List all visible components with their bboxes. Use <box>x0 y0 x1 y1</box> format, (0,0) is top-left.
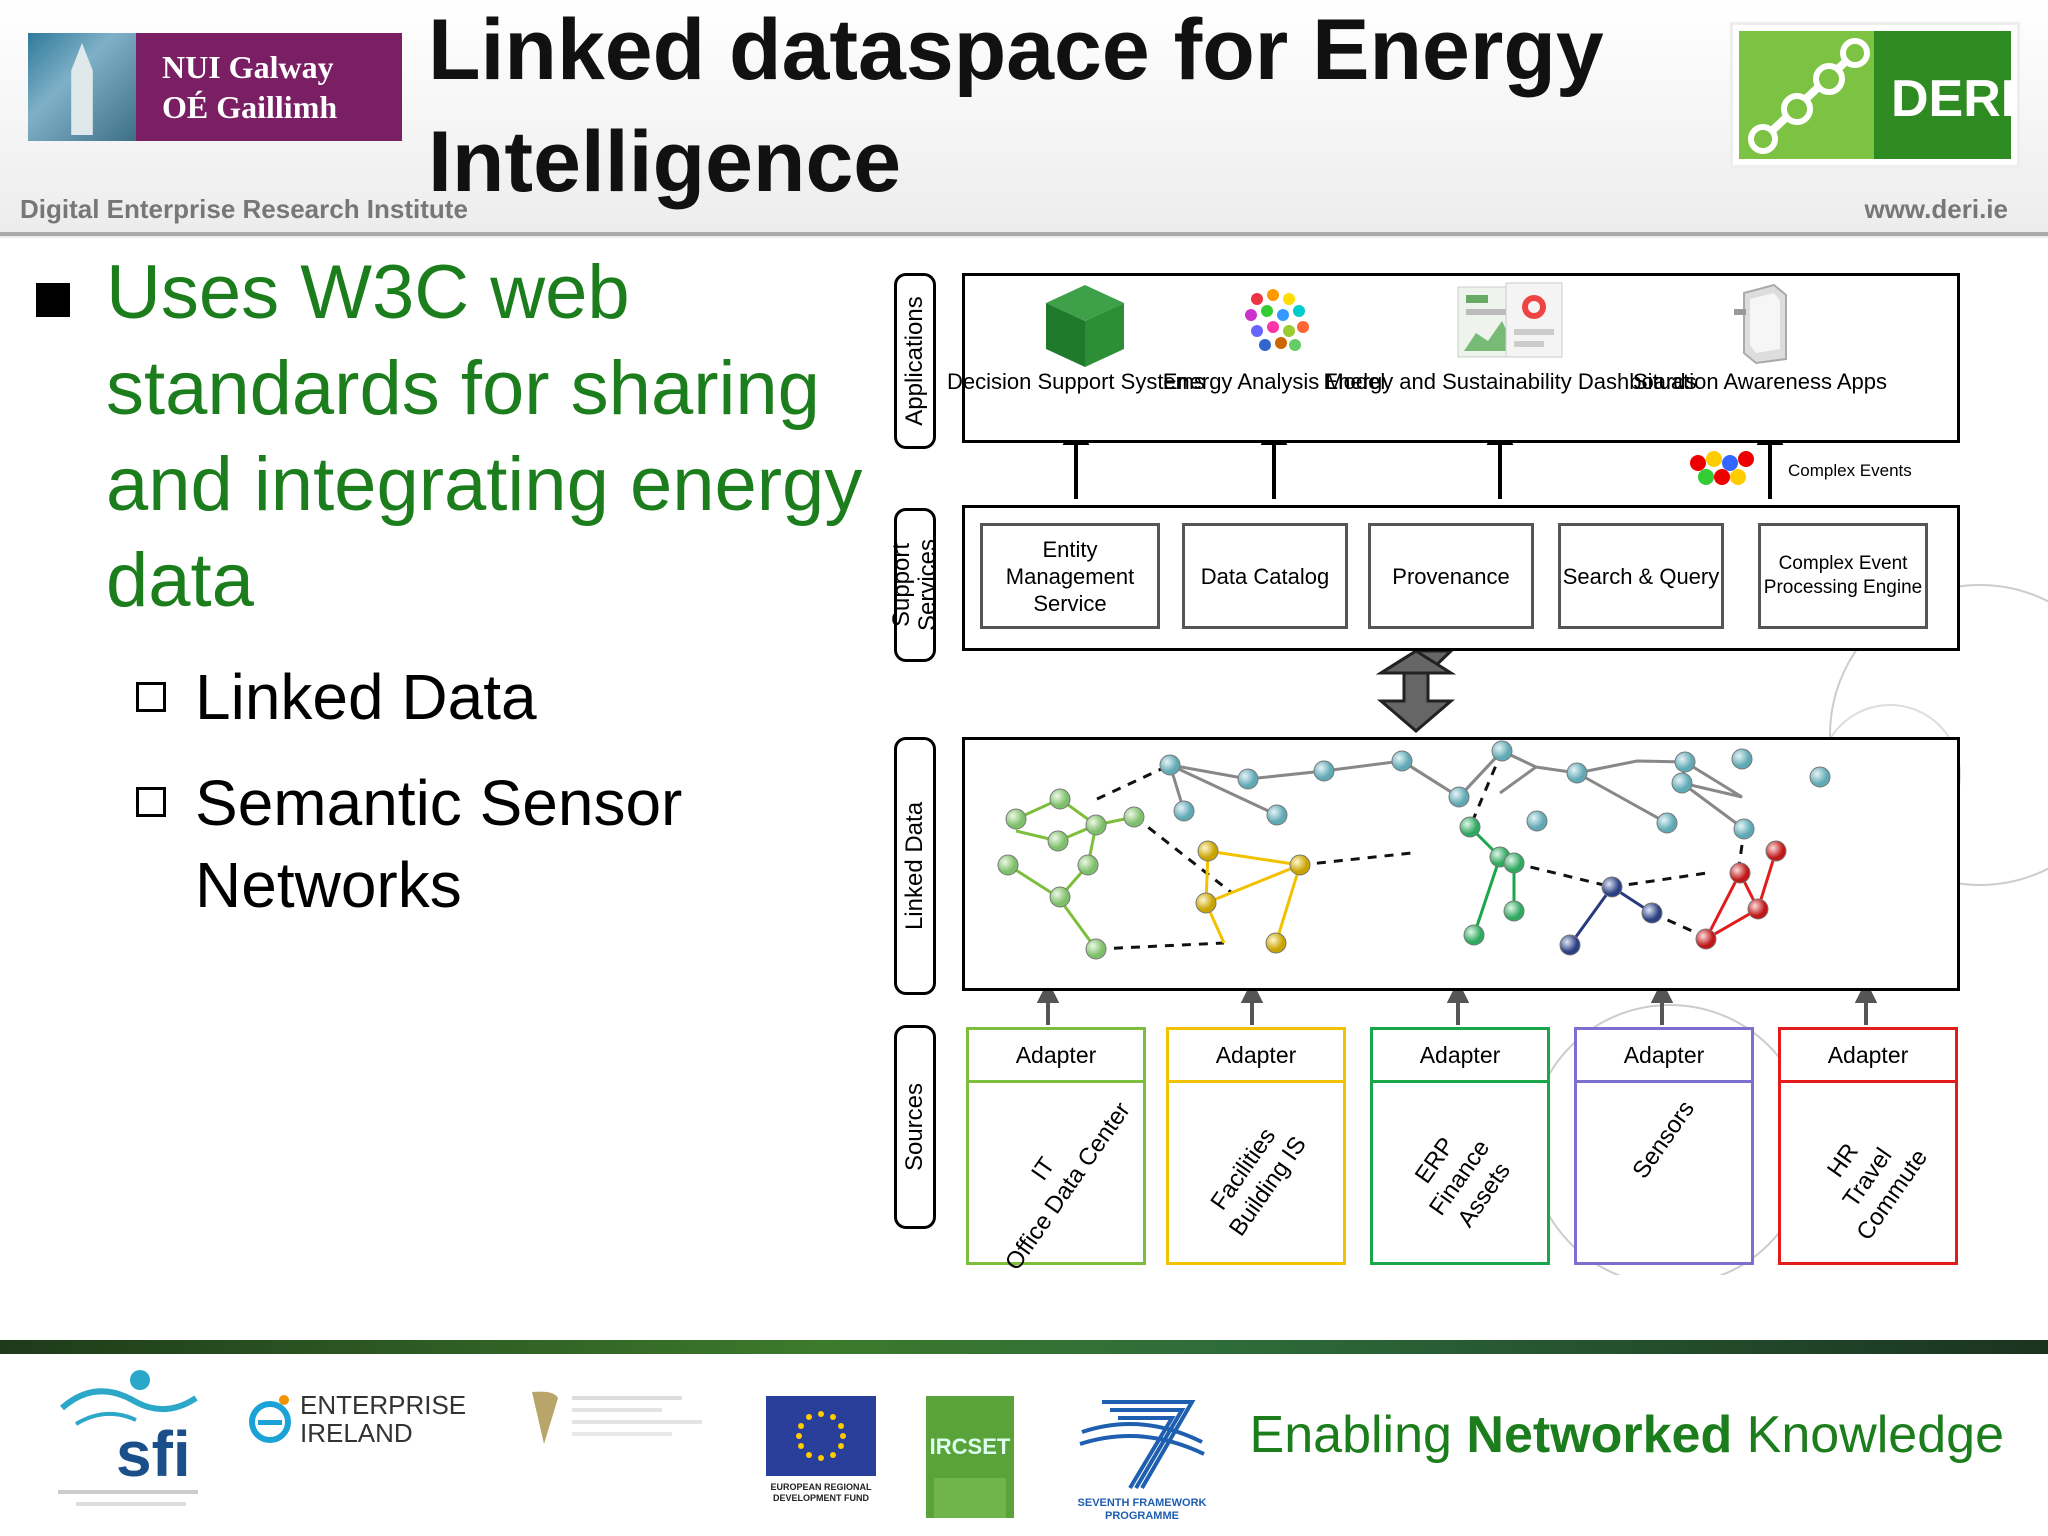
sub-bullet-linked-data: Linked Data <box>195 661 537 733</box>
sub-bullet-square-icon <box>136 682 166 712</box>
enterprise-ireland-logo: ENTERPRISE IRELAND <box>248 1384 468 1454</box>
service-complex-event-processing: Complex Event Processing Engine <box>1758 523 1928 629</box>
footer-band <box>0 1340 2048 1354</box>
slide-title: Linked dataspace for Energy Intelligence <box>428 2 1604 210</box>
sfi-logo-text: sfi <box>116 1418 191 1490</box>
service-data-catalog: Data Catalog <box>1182 523 1348 629</box>
eu-fund-text: EUROPEAN REGIONAL DEVELOPMENT FUND <box>770 1482 872 1503</box>
ircset-text: IRCSET <box>929 1434 1011 1459</box>
adapter-label: Adapter <box>1169 1030 1343 1083</box>
main-bullet-text: Uses W3C web standards for sharing and i… <box>106 250 863 623</box>
harp-icon <box>532 1391 702 1444</box>
architecture-diagram: Applications Support Services Linked Dat… <box>888 265 2048 1275</box>
adapter-label: Adapter <box>1373 1030 1547 1083</box>
layer-label-linked-data: Linked Data <box>894 737 936 995</box>
app-label-decision-support: Decision Support Systems <box>947 369 1205 394</box>
deri-logo-text: DERI <box>1891 70 2016 128</box>
sfi-swirl-icon: sfi <box>58 1370 198 1506</box>
source-sensors: Adapter Sensors <box>1574 1027 1754 1265</box>
bullet-square-icon <box>36 283 70 317</box>
nui-galway-logo: NUI Galway OÉ Gaillimh <box>28 33 402 141</box>
adapter-label: Adapter <box>1577 1030 1751 1083</box>
irish-government-logo <box>524 1388 714 1448</box>
adapter-label: Adapter <box>969 1030 1143 1083</box>
footer-tagline: Enabling Networked Knowledge <box>1250 1405 2004 1465</box>
adapter-label: Adapter <box>1781 1030 1955 1083</box>
layer-label-applications: Applications <box>894 273 936 449</box>
mobile-device-icon <box>1734 283 1787 365</box>
complex-events-label: Complex Events <box>1788 461 1912 480</box>
deri-logo: DERI <box>1730 22 2020 168</box>
app-label-energy-analysis: Energy Analysis Model <box>1162 369 1386 394</box>
eu-regional-fund-logo: EUROPEAN REGIONAL DEVELOPMENT FUND <box>766 1396 876 1508</box>
institute-name: Digital Enterprise Research Institute <box>20 194 468 224</box>
nui-logo-line2: OÉ Gaillimh <box>162 89 338 125</box>
layer-label-sources: Sources <box>894 1025 936 1229</box>
website-url: www.deri.ie <box>1864 194 2008 224</box>
green-cube-icon <box>1046 285 1124 367</box>
nui-logo-line1: NUI Galway <box>162 49 334 85</box>
linked-data-panel <box>962 737 1960 991</box>
fp7-logo: SEVENTH FRAMEWORK PROGRAMME <box>1062 1392 1222 1522</box>
layer-label-support-services: Support Services <box>888 508 941 662</box>
quadrangle-photo-icon <box>28 33 136 141</box>
app-label-situation-awareness: Situation Awareness Apps <box>1633 369 1887 394</box>
tagline-post: Knowledge <box>1732 1406 2004 1464</box>
fp7-text: SEVENTH FRAMEWORK PROGRAMME <box>1077 1497 1207 1522</box>
tagline-pre: Enabling <box>1249 1406 1467 1464</box>
source-hr: Adapter HR Travel Commute <box>1778 1027 1958 1265</box>
enterprise-e-icon <box>249 1395 291 1443</box>
dashboard-icon <box>1457 282 1563 358</box>
ircset-logo: IRCSET <box>926 1396 1014 1518</box>
sub-bullet-semantic-sensor-networks: Semantic Sensor Networks <box>195 767 683 921</box>
sfi-logo: sfi <box>56 1366 206 1514</box>
source-it-office: Adapter IT Office Data Center <box>966 1027 1146 1275</box>
linked-nodes-icon <box>1748 38 1870 154</box>
linked-data-graph <box>997 740 1831 960</box>
fp7-seven-icon <box>1079 1400 1205 1490</box>
service-search-query: Search & Query <box>1558 523 1724 629</box>
service-entity-management: Entity Management Service <box>980 523 1160 629</box>
source-line: Sensors <box>1627 1095 1700 1184</box>
source-erp: Adapter ERP Finance Assets <box>1370 1027 1550 1265</box>
header-divider <box>0 232 2048 236</box>
complex-events-icon <box>1690 451 1754 485</box>
enterprise-ireland-text: ENTERPRISE IRELAND <box>300 1390 467 1448</box>
color-cube-icon <box>1245 289 1309 351</box>
tagline-bold: Networked <box>1466 1406 1733 1464</box>
app-label-dashboards: Energy and Sustainability Dashboards <box>1323 369 1697 394</box>
eu-flag-icon <box>766 1396 876 1476</box>
sub-bullet-square-icon <box>136 787 166 817</box>
service-provenance: Provenance <box>1368 523 1534 629</box>
source-facilities: Adapter Facilities Building IS <box>1166 1027 1346 1265</box>
